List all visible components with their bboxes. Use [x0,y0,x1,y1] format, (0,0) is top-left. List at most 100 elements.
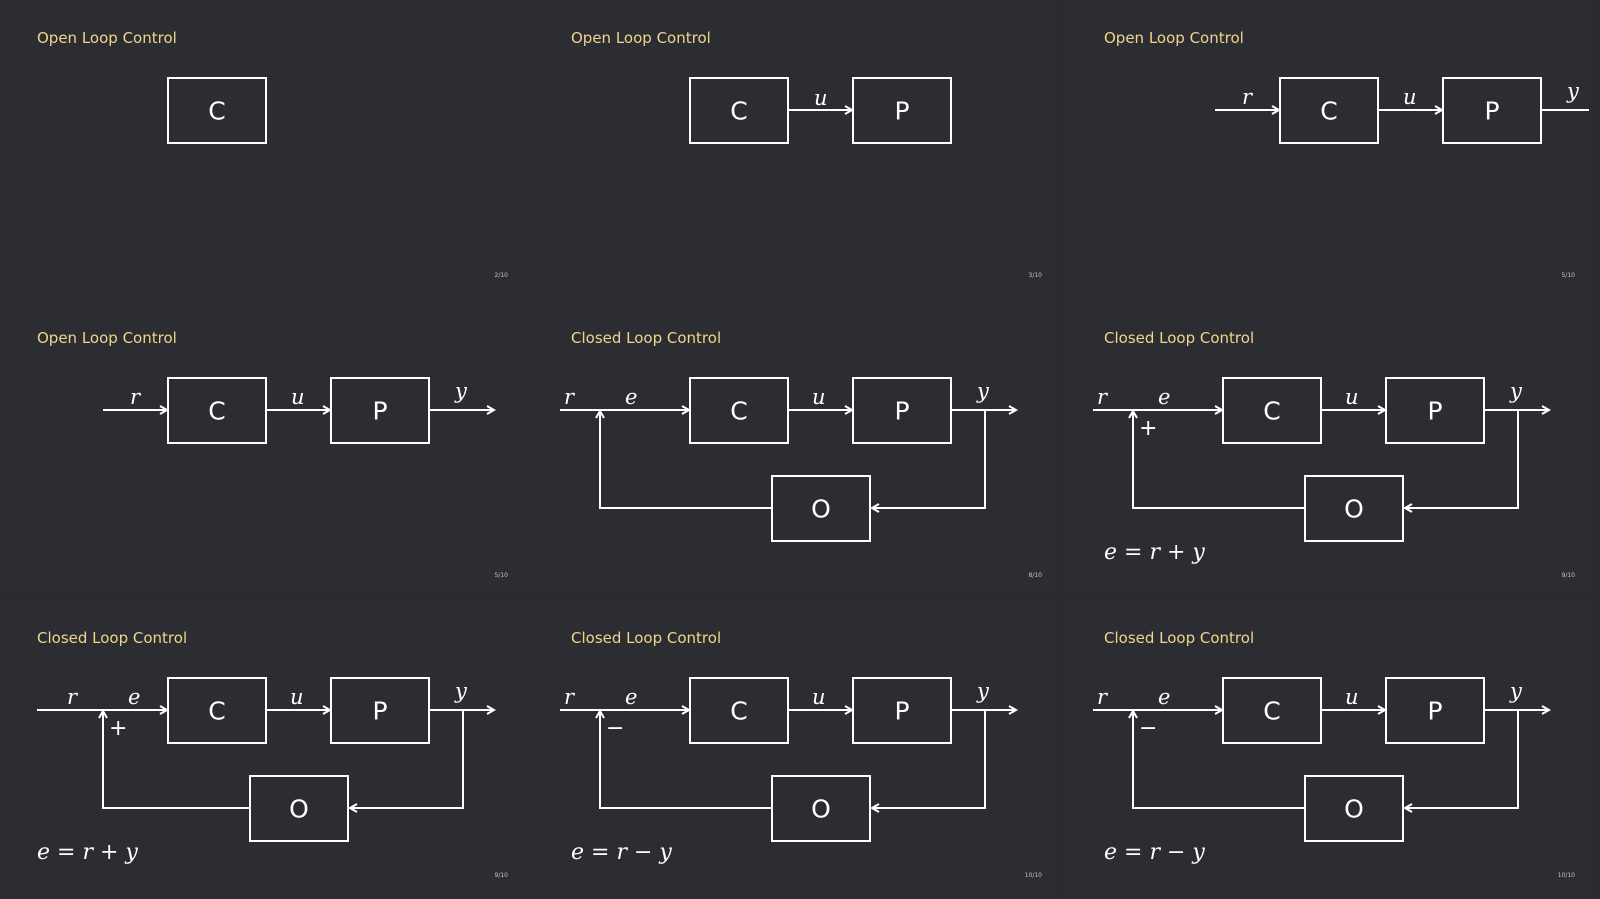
signal-y-label: y [976,379,990,403]
page-number: 10/10 [1024,872,1042,879]
controller-block-label: C [730,397,747,426]
signal-y-label: y [1509,679,1523,703]
signal-r-label: r [1097,385,1109,409]
slide-title: Open Loop Control [1104,29,1244,47]
feedback-line [872,410,986,509]
controller-block-label: C [730,97,747,126]
arrow-icon [844,105,855,115]
page-number: 3/10 [1028,272,1042,279]
observer-block-label: O [289,795,309,824]
signal-e-label: e [1158,685,1170,709]
signal-y-label: y [1566,79,1580,103]
signal-u-label: u [291,385,305,409]
page-number: 9/10 [494,872,508,879]
feedback-return-line [599,712,772,809]
signal-y-label: y [1509,379,1523,403]
plant-block-label: P [894,697,909,726]
arrow-icon [1008,705,1019,715]
controller-block-label: C [1320,97,1337,126]
plant-block-label: P [372,397,387,426]
arrow-icon [1541,705,1552,715]
feedback-return-line [1132,712,1305,809]
feedback-return-line [1132,412,1305,509]
page-number: 5/10 [494,572,508,579]
plant-block-label: P [894,97,909,126]
slide-title: Open Loop Control [37,29,177,47]
observer-block: O [771,775,871,842]
signal-u-label: u [812,685,826,709]
controller-block-frame [167,77,267,144]
equation: e = r + y [37,840,138,865]
signal-e-label: e [1158,385,1170,409]
arrow-icon [347,803,358,813]
signal-r-label: r [564,685,576,709]
plant-block: P [852,677,952,744]
slide-title: Closed Loop Control [1104,329,1255,347]
equation: e = r − y [571,840,672,865]
plant-block: P [852,77,952,144]
signal-r-label: r [564,385,576,409]
observer-block-label: O [1344,495,1364,524]
controller-block-label: C [208,397,225,426]
arrow-icon [1128,708,1138,719]
controller-block-label: C [208,697,225,726]
signal-u-label: u [814,86,828,110]
observer-block: O [771,475,871,542]
signal-e-label: e [625,385,637,409]
controller-block: C [689,377,789,444]
signal-r-label: r [1097,685,1109,709]
signal-u-label: u [290,685,304,709]
controller-block-label: C [208,97,225,126]
page-number: 8/10 [1028,572,1042,579]
plant-block-label: P [1484,97,1499,126]
feedback-return-line [102,712,250,809]
controller-block: C [689,77,789,144]
signal-u-label: u [1345,385,1359,409]
signal-r-label: r [130,385,142,409]
signal-r-label: r [1242,85,1254,109]
controller-block: C [167,677,267,744]
slide-title: Closed Loop Control [571,629,722,647]
controller-block: C [689,677,789,744]
signal-u-label: u [812,385,826,409]
signal-y-label: y [454,679,468,703]
arrow-icon [486,405,497,415]
plant-block-label: P [894,397,909,426]
plant-block: P [1442,77,1542,144]
observer-block-label: O [811,495,831,524]
plant-block: P [330,677,430,744]
controller-block: C [167,77,267,144]
feedback-return-line [599,412,772,509]
slide-title: Closed Loop Control [37,629,188,647]
plant-block-label: P [1427,697,1442,726]
feedback-line [350,710,464,809]
page-number: 5/10 [1561,272,1575,279]
arrow-icon [98,708,108,719]
signal-u-label: u [1345,685,1359,709]
arrow-icon [595,408,605,419]
observer-block: O [1304,775,1404,842]
equation: e = r + y [1104,540,1205,565]
block-diagram: C Pu [689,77,952,144]
arrow-icon [869,803,880,813]
controller-block-label: C [730,697,747,726]
plant-block: P [852,377,952,444]
signal-e-label: e [625,685,637,709]
page-number: 9/10 [1561,572,1575,579]
observer-block: O [249,775,349,842]
controller-block: C [167,377,267,444]
summing-sign: + [1139,416,1157,441]
